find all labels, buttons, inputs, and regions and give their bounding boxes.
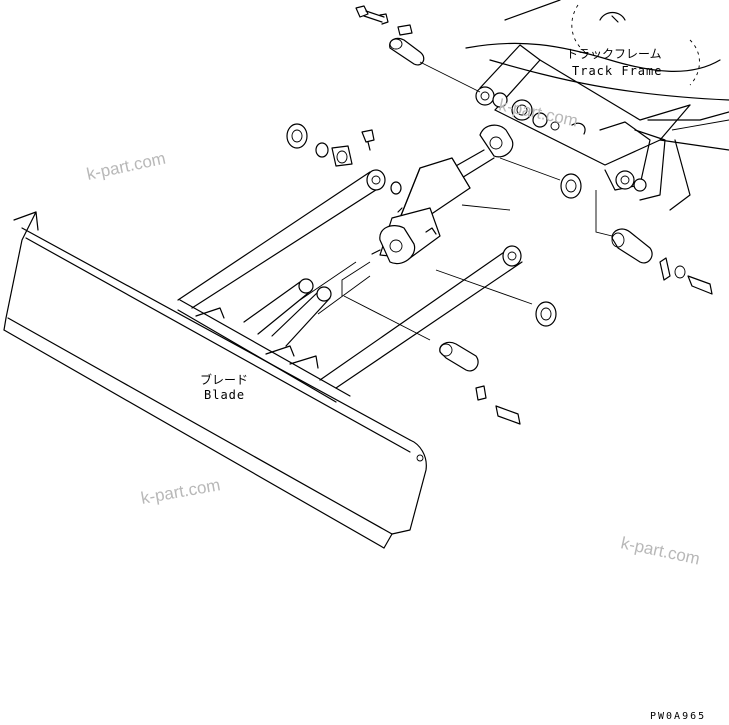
top-pin-assembly <box>355 5 481 93</box>
track-frame-label: トラックフレーム Track Frame <box>566 47 662 78</box>
hydraulic-cylinder <box>371 124 514 265</box>
blade-en-label: Blade <box>204 388 245 402</box>
lower-pin-assembly <box>341 261 557 425</box>
watermark: k-part.com <box>619 533 701 568</box>
track-frame-jp-label: トラックフレーム <box>566 47 662 61</box>
track-frame <box>465 0 729 211</box>
watermark: k-part.com <box>85 149 167 184</box>
blade <box>3 211 427 549</box>
blade-label: ブレード Blade <box>200 372 248 402</box>
blade-jp-label: ブレード <box>200 372 248 387</box>
watermark: k-part.com <box>139 475 221 508</box>
right-pin-assembly <box>499 157 713 295</box>
lift-arms <box>177 169 523 389</box>
drawing-code: PW0A965 <box>650 711 706 722</box>
track-frame-en-label: Track Frame <box>572 64 662 78</box>
arm-bushing-parts <box>286 123 402 195</box>
